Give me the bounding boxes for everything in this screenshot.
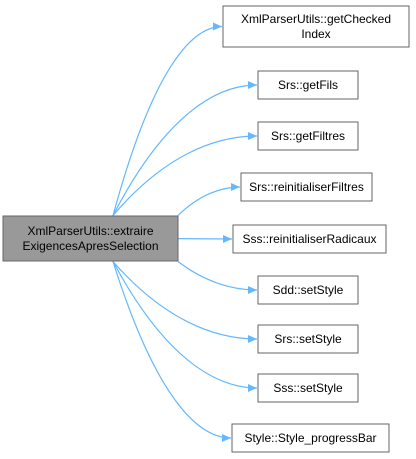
target-node-label-line: XmlParserUtils::getChecked (241, 12, 391, 26)
target-node-t7[interactable]: Srs::setStyle (257, 324, 359, 354)
target-node-box (231, 423, 390, 453)
edge-t2 (112, 81, 258, 216)
target-node-box (257, 70, 359, 100)
target-node-label-line: Index (301, 27, 330, 41)
target-node-label-line: Srs::getFils (278, 78, 338, 92)
target-node-t8[interactable]: Sss::setStyle (257, 373, 359, 403)
target-node-t5[interactable]: Sss::reinitialiserRadicaux (232, 224, 387, 254)
target-node-label-line: Sss::setStyle (273, 381, 343, 395)
edge-t9 (112, 261, 232, 442)
target-node-t3[interactable]: Srs::getFiltres (257, 121, 359, 151)
source-node[interactable]: XmlParserUtils::extraireExigencesApresSe… (2, 215, 179, 262)
edges (112, 22, 258, 442)
source-node-label-line: XmlParserUtils::extraire (27, 224, 153, 238)
target-node-label-line: Srs::setStyle (274, 332, 342, 346)
target-node-label-line: Srs::reinitialiserFiltres (249, 180, 364, 194)
target-node-box (257, 121, 359, 151)
source-node-box (2, 215, 179, 262)
target-node-label-line: Sss::reinitialiserRadicaux (242, 232, 376, 246)
target-node-t9[interactable]: Style::Style_progressBar (231, 423, 390, 453)
target-node-box (257, 373, 359, 403)
target-node-label-line: Style::Style_progressBar (244, 431, 376, 445)
edge-t4 (177, 183, 241, 216)
target-node-box (232, 224, 387, 254)
target-node-t4[interactable]: Srs::reinitialiserFiltres (240, 172, 373, 202)
edge-t6 (177, 261, 258, 294)
source-node-label-line: ExigencesApresSelection (22, 239, 158, 253)
target-node-t6[interactable]: Sdd::setStyle (257, 275, 359, 305)
target-node-box (257, 324, 359, 354)
target-node-box (240, 172, 373, 202)
edge-t8 (112, 261, 258, 392)
target-node-t2[interactable]: Srs::getFils (257, 70, 359, 100)
target-node-label-line: Sdd::setStyle (273, 283, 344, 297)
target-node-box (222, 5, 410, 48)
nodes: XmlParserUtils::extraireExigencesApresSe… (2, 5, 410, 453)
edge-t1 (112, 22, 223, 216)
target-node-label-line: Srs::getFiltres (271, 129, 345, 143)
target-node-box (257, 275, 359, 305)
edge-t3 (112, 132, 258, 216)
edge-t7 (112, 261, 258, 343)
